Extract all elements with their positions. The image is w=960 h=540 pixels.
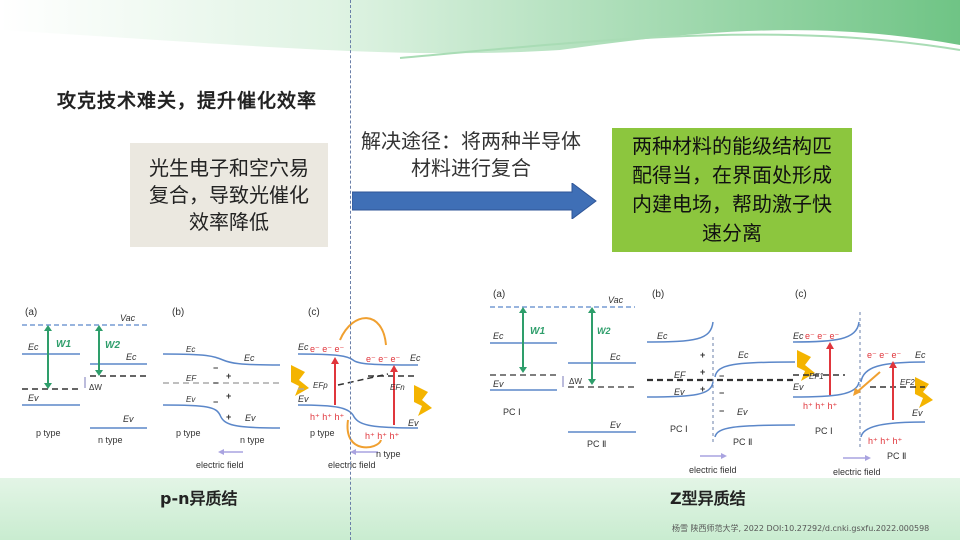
z-ec-label: Ec bbox=[657, 331, 668, 341]
z-electric-field-label: electric field bbox=[833, 467, 881, 477]
pn-diagram: (a) Vac Ec W1 W2 Ec ΔW Ev Ev p type n ty… bbox=[8, 290, 440, 478]
problem-text: 光生电子和空穴易复合，导致光催化效率降低 bbox=[149, 155, 309, 234]
pn-ec-label: Ec bbox=[186, 345, 195, 354]
z-electrons: e⁻ e⁻ e⁻ bbox=[867, 350, 902, 360]
solution-text: 解决途径：将两种半导体材料进行复合 bbox=[361, 129, 581, 180]
pn-label-a: (a) bbox=[25, 307, 37, 318]
pn-minus: − bbox=[213, 378, 218, 388]
source-citation: 杨雪 陕西师范大学, 2022 DOI:10.27292/d.cnki.gsxf… bbox=[672, 524, 930, 533]
pn-plus: + bbox=[226, 391, 231, 401]
z-vac-label: Vac bbox=[608, 295, 624, 305]
pn-caption: p-n异质结 bbox=[160, 489, 238, 508]
z-holes: h⁺ h⁺ h⁺ bbox=[868, 436, 903, 446]
center-guide-line bbox=[350, 0, 351, 540]
z-pc2-label: PC Ⅱ bbox=[587, 439, 606, 449]
z-ev-label: Ev bbox=[493, 379, 504, 389]
pn-electrons: e⁻ e⁻ e⁻ bbox=[310, 344, 345, 354]
pn-electric-field-label: electric field bbox=[196, 460, 244, 470]
pn-dw-label: ΔW bbox=[89, 383, 102, 392]
z-pc1-label: PC Ⅰ bbox=[503, 407, 521, 417]
header-banner bbox=[0, 0, 960, 59]
z-holes: h⁺ h⁺ h⁺ bbox=[803, 401, 838, 411]
z-minus: − bbox=[719, 406, 724, 416]
z-ec-label: Ec bbox=[738, 350, 749, 360]
z-label-b: (b) bbox=[652, 289, 664, 300]
pn-ev-label: Ev bbox=[298, 394, 309, 404]
z-ev-label: Ev bbox=[674, 387, 685, 397]
pn-holes: h⁺ h⁺ h⁺ bbox=[310, 412, 345, 422]
result-box: 两种材料的能级结构匹配得当，在界面处形成内建电场，帮助激子快速分离 bbox=[612, 128, 852, 252]
pn-ec-label: Ec bbox=[126, 352, 137, 362]
pn-p-type-label: p type bbox=[310, 428, 335, 438]
z-dw-label: ΔW bbox=[569, 377, 582, 386]
pn-holes: h⁺ h⁺ h⁺ bbox=[365, 431, 400, 441]
z-label-a: (a) bbox=[493, 289, 505, 300]
z-pc1-label: PC Ⅰ bbox=[815, 426, 833, 436]
pn-label-b: (b) bbox=[172, 307, 184, 318]
pn-ec-label: Ec bbox=[28, 342, 39, 352]
pn-w2-label: W2 bbox=[105, 340, 120, 351]
pn-ec-label: Ec bbox=[410, 353, 421, 363]
z-ec-label: Ec bbox=[915, 350, 926, 360]
pn-w1-label: W1 bbox=[56, 339, 71, 350]
z-pc2-label: PC Ⅱ bbox=[887, 451, 906, 461]
z-ev-label: Ev bbox=[610, 420, 621, 430]
z-scheme-diagram: (a) Vac Ec W1 W2 Ec ΔW Ev Ev PC Ⅰ PC Ⅱ (… bbox=[475, 282, 942, 478]
pn-plus: + bbox=[226, 412, 231, 422]
z-electric-field-label: electric field bbox=[689, 465, 737, 475]
z-ev-label: Ev bbox=[737, 407, 748, 417]
z-ec-label: Ec bbox=[493, 331, 504, 341]
z-electrons: e⁻ e⁻ e⁻ bbox=[805, 331, 840, 341]
z-plus: + bbox=[700, 350, 705, 360]
pn-minus: − bbox=[213, 397, 218, 407]
right-arrow-icon bbox=[352, 183, 597, 219]
pn-n-type-label: n type bbox=[98, 435, 123, 445]
z-caption: Z型异质结 bbox=[670, 489, 746, 508]
pn-ev-label: Ev bbox=[408, 418, 419, 428]
z-w1-label: W1 bbox=[530, 326, 545, 337]
pn-ef-label: EF bbox=[186, 374, 197, 383]
z-ec-label: Ec bbox=[793, 331, 804, 341]
z-ef2-label: EF2 bbox=[900, 378, 915, 387]
slide-title: 攻克技术难关，提升催化效率 bbox=[57, 90, 318, 112]
pn-plus: + bbox=[226, 371, 231, 381]
z-plus: + bbox=[700, 384, 705, 394]
pn-ev-label: Ev bbox=[245, 413, 256, 423]
pn-p-type-label: p type bbox=[36, 428, 61, 438]
light-bolt-icon bbox=[291, 365, 309, 396]
z-ec-label: Ec bbox=[610, 352, 621, 362]
light-bolt-icon bbox=[414, 385, 432, 416]
pn-label-c: (c) bbox=[308, 307, 320, 318]
z-ef-label: EF bbox=[674, 370, 686, 380]
z-w2-label: W2 bbox=[597, 326, 611, 336]
light-bolt-icon bbox=[797, 350, 815, 381]
pn-ev-label: Ev bbox=[28, 393, 39, 403]
pn-ev-label: Ev bbox=[186, 395, 196, 404]
pn-ev-label: Ev bbox=[123, 414, 134, 424]
z-plus: + bbox=[700, 367, 705, 377]
z-minus: − bbox=[719, 388, 724, 398]
z-minus: − bbox=[719, 371, 724, 381]
pn-electrons: e⁻ e⁻ e⁻ bbox=[366, 354, 401, 364]
footer-band bbox=[0, 478, 960, 540]
pn-ec-label: Ec bbox=[298, 342, 309, 352]
z-ev-label: Ev bbox=[793, 382, 804, 392]
result-text: 两种材料的能级结构匹配得当，在界面处形成内建电场，帮助激子快速分离 bbox=[632, 134, 832, 245]
z-label-c: (c) bbox=[795, 289, 807, 300]
pn-n-type-label: n type bbox=[376, 449, 401, 459]
pn-n-type-label: n type bbox=[240, 435, 265, 445]
pn-p-type-label: p type bbox=[176, 428, 201, 438]
pn-efn-label: EFn bbox=[390, 383, 405, 392]
pn-electric-field-label: electric field bbox=[328, 460, 376, 470]
pn-vac-label: Vac bbox=[120, 313, 136, 323]
problem-box: 光生电子和空穴易复合，导致光催化效率降低 bbox=[130, 143, 328, 247]
pn-minus: − bbox=[213, 363, 218, 373]
light-bolt-icon bbox=[915, 377, 933, 408]
pn-efp-label: EFp bbox=[313, 381, 328, 390]
z-pc1-label: PC Ⅰ bbox=[670, 424, 688, 434]
z-ef1-label: EF1 bbox=[809, 372, 824, 381]
z-ev-label: Ev bbox=[912, 408, 923, 418]
pn-ec-label: Ec bbox=[244, 353, 255, 363]
z-pc2-label: PC Ⅱ bbox=[733, 437, 752, 447]
